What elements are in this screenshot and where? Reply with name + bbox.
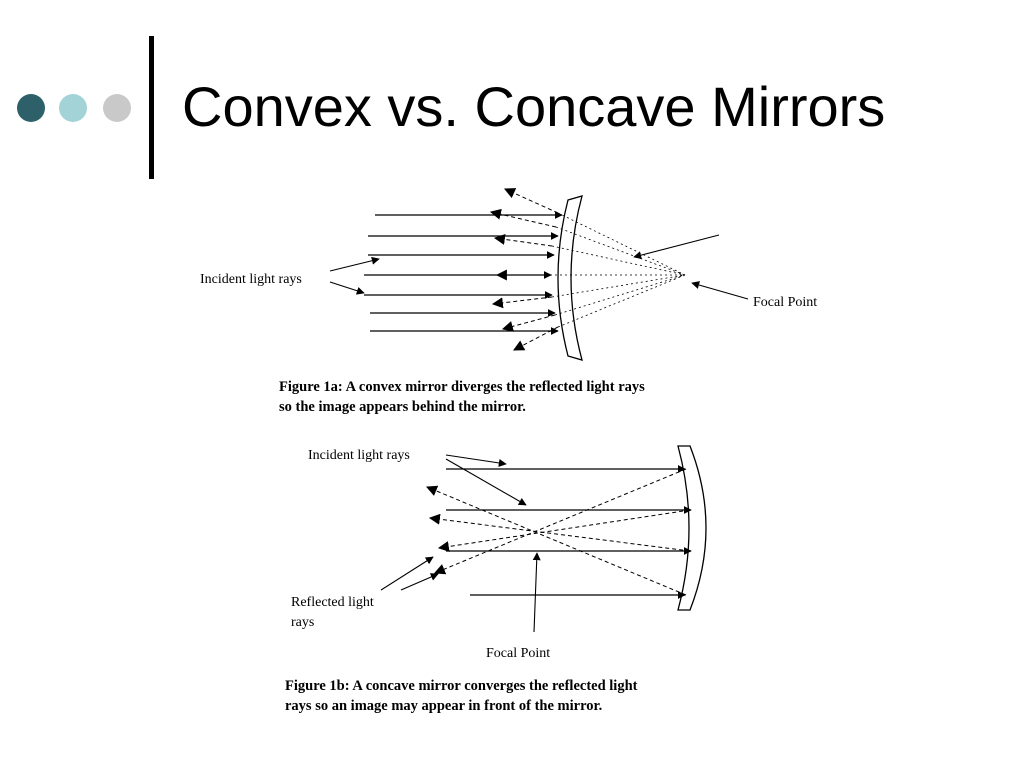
figure-1a-convex-mirror: Incident light rays Focal Point [200, 188, 817, 361]
label-pointers-1a [329, 234, 749, 300]
caption-figure-1a: Figure 1a: A convex mirror diverges the … [279, 377, 645, 417]
reflected-rays-1b [425, 468, 691, 596]
label-incident-rays-1b: Incident light rays [308, 448, 410, 463]
title-divider [149, 36, 154, 179]
label-reflected-rays-line1: Reflected light [291, 595, 374, 610]
label-focal-point-1b: Focal Point [486, 646, 550, 661]
slide-title: Convex vs. Concave Mirrors [182, 75, 886, 138]
caption-figure-1a-line2: so the image appears behind the mirror. [279, 399, 526, 415]
label-focal-point-1a: Focal Point [753, 295, 817, 310]
reflected-rays-1a [489, 188, 559, 351]
label-pointers-1b [380, 454, 541, 633]
label-reflected-rays-line2: rays [291, 615, 314, 630]
caption-figure-1b-line2: rays so an image may appear in front of … [285, 698, 603, 714]
caption-figure-1b: Figure 1b: A concave mirror converges th… [285, 676, 637, 716]
incident-rays-1a [364, 211, 563, 335]
figure-1b-concave-mirror: Incident light rays Reflected light rays… [291, 445, 707, 661]
caption-figure-1b-line1: Figure 1b: A concave mirror converges th… [285, 678, 638, 694]
incident-rays-1b [446, 465, 692, 599]
convex-mirror-shape [557, 195, 583, 361]
virtual-rays-1a [550, 212, 686, 328]
bullet-dot-dark [17, 94, 45, 122]
bullet-dot-gray [103, 94, 131, 122]
concave-mirror-shape [677, 445, 707, 611]
bullet-dot-light [59, 94, 87, 122]
label-incident-rays-1a: Incident light rays [200, 272, 302, 287]
caption-figure-1a-line1: Figure 1a: A convex mirror diverges the … [279, 379, 645, 395]
